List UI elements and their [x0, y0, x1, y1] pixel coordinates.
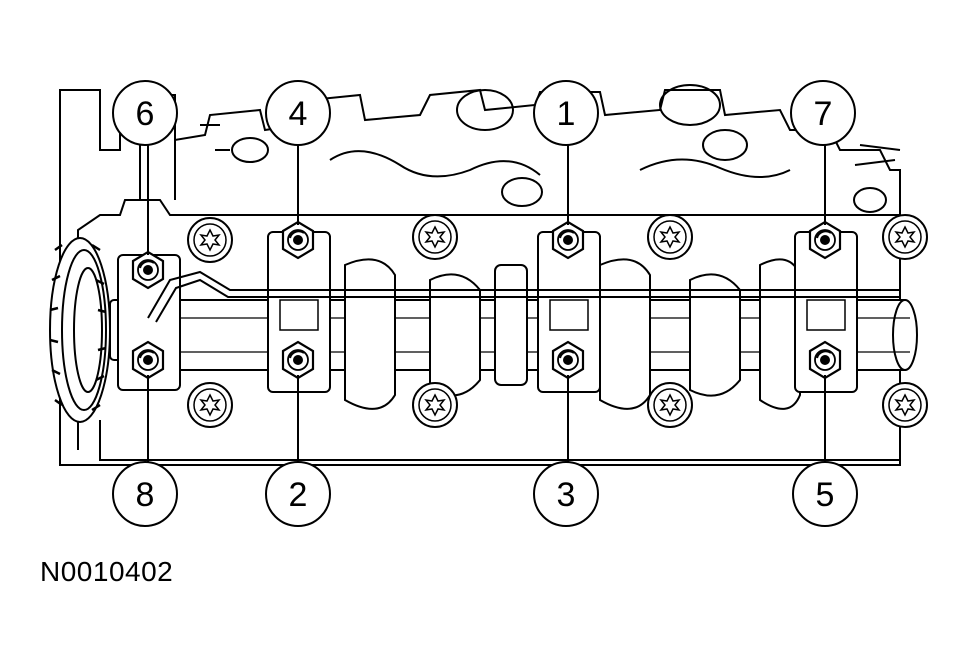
callout-number: 4 [289, 95, 308, 133]
callout-5: 5 [792, 375, 858, 527]
callout-4: 4 [265, 80, 331, 225]
callout-number: 1 [557, 95, 576, 133]
callout-8: 8 [112, 375, 178, 527]
oil-tube [147, 270, 900, 323]
bearing-cap-bolt-icon [808, 220, 842, 260]
figure-reference-code: N0010402 [40, 556, 174, 587]
callout-1: 1 [533, 80, 599, 225]
head-bolt-icon [882, 214, 928, 260]
bearing-cap-bolt-icon [551, 340, 585, 380]
bearing-cap-bolt-icon [131, 340, 165, 380]
callout-7: 7 [790, 80, 856, 225]
bearing-cap-bolt-icon [281, 340, 315, 380]
callout-number: 8 [136, 476, 155, 514]
callout-2: 2 [265, 375, 331, 527]
callout-3: 3 [533, 375, 599, 527]
callout-number: 2 [289, 476, 308, 514]
head-bolt-icon [412, 214, 458, 260]
bearing-cap-bolt-icon [808, 340, 842, 380]
head-bolt-icon [187, 382, 233, 428]
callout-number: 5 [816, 476, 835, 514]
head-bolt-icon [187, 217, 233, 263]
camshaft [139, 258, 918, 410]
bearing-cap-bolt-icon [281, 220, 315, 260]
bearing-cap-bolt-icon [551, 220, 585, 260]
callout-6: 6 [112, 80, 178, 255]
bearing-cap-bolt-icon [131, 250, 165, 290]
head-bolt-icon [647, 382, 693, 428]
callout-number: 7 [814, 95, 833, 133]
head-bolt-icon [412, 382, 458, 428]
callout-number: 3 [557, 476, 576, 514]
head-bolt-icon [647, 214, 693, 260]
callouts: 6 4 1 7 8 2 [112, 80, 858, 527]
head-bolt-icon [882, 382, 928, 428]
callout-number: 6 [136, 95, 155, 133]
